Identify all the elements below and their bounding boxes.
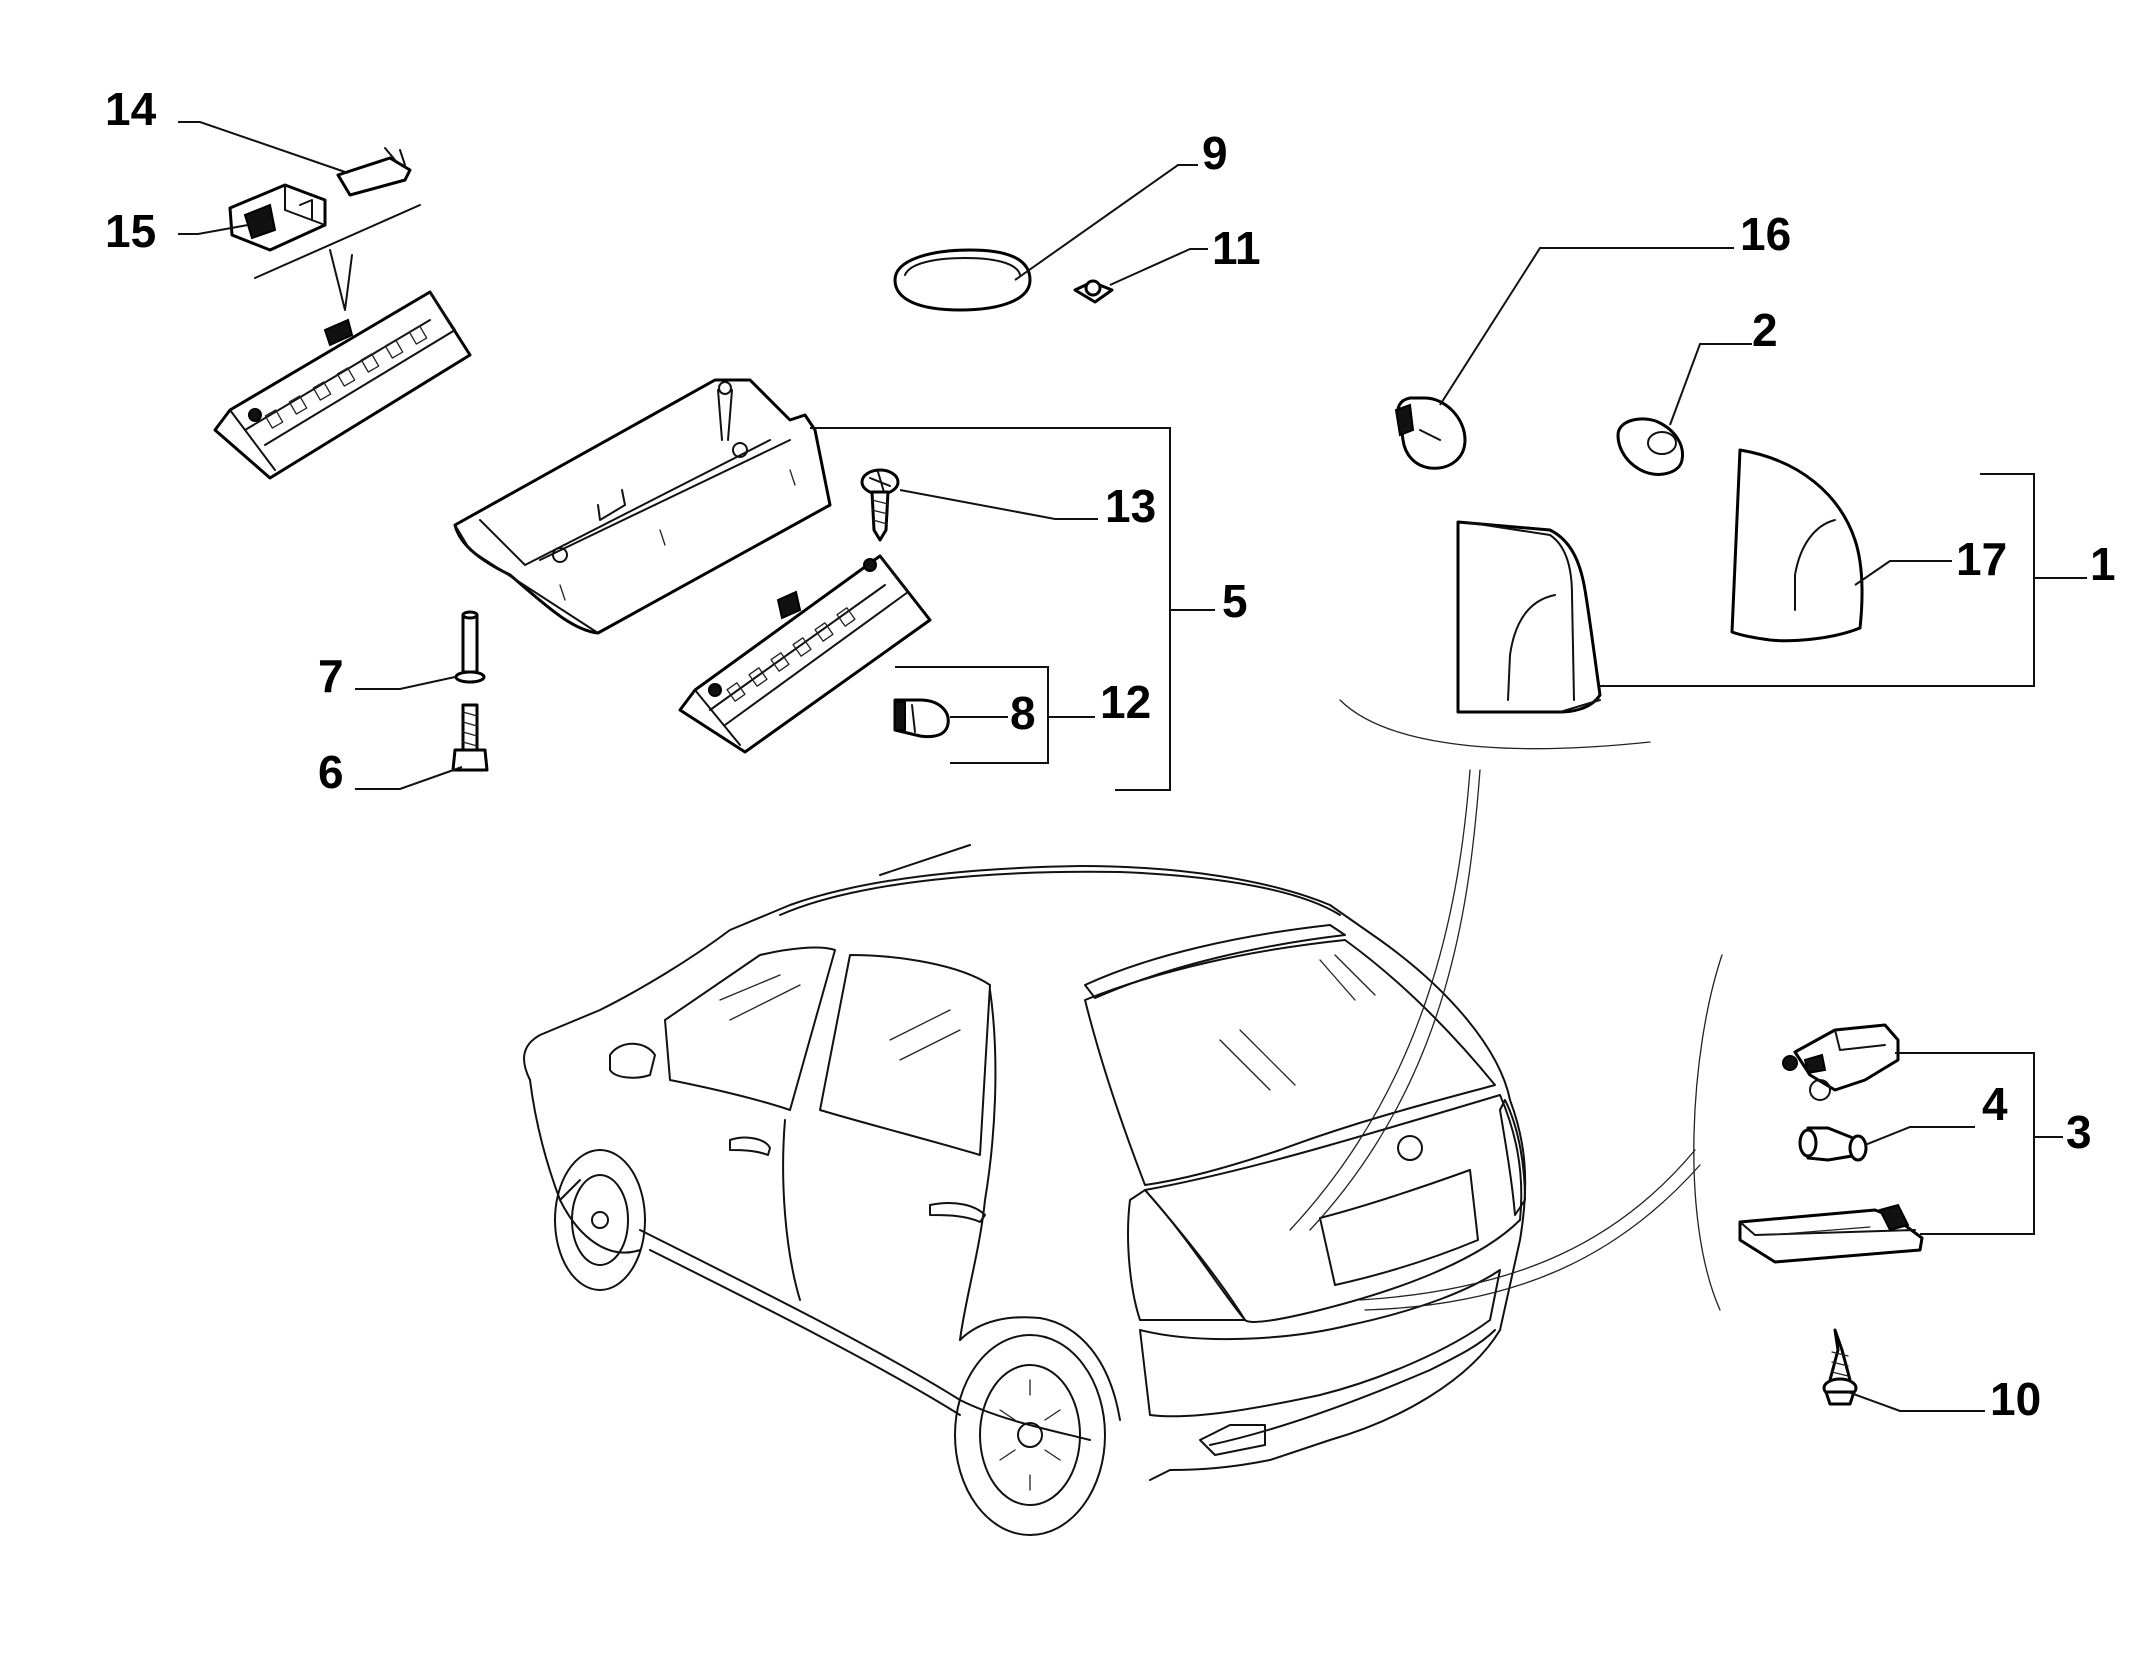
leader-4 — [1864, 1126, 1975, 1146]
connector-part-15 — [228, 183, 327, 252]
callout-bracket-arc — [1339, 699, 1651, 750]
car-illustration — [523, 844, 1527, 1536]
callout-2: 2 — [1752, 304, 1778, 356]
callout-15: 15 — [105, 205, 156, 257]
bulb-part-16 — [1394, 396, 1467, 470]
curve-taillight-to-car — [1289, 769, 1471, 1231]
leader-6 — [355, 766, 463, 790]
terminal-part-14 — [336, 147, 412, 197]
bracket-line — [329, 249, 353, 311]
callout-16: 16 — [1740, 208, 1791, 260]
callout-8: 8 — [1010, 687, 1036, 739]
leader-9 — [1014, 164, 1198, 281]
callout-5: 5 — [1222, 575, 1248, 627]
curve-plate-to-car — [1359, 1149, 1696, 1301]
leader-14 — [178, 121, 349, 174]
leader-17 — [1854, 560, 1952, 586]
bracket-line — [254, 204, 421, 279]
bracket-5 — [810, 427, 1215, 791]
callout-3: 3 — [2066, 1106, 2092, 1158]
callout-13: 13 — [1105, 480, 1156, 532]
socket-part-2 — [1616, 417, 1685, 476]
curve-plate-to-car — [1364, 1164, 1701, 1311]
leader-10 — [1847, 1391, 1985, 1412]
callout-6: 6 — [318, 746, 344, 798]
plate-lamp-part-3 — [1782, 1023, 1900, 1101]
callout-12: 12 — [1100, 676, 1151, 728]
callout-1: 1 — [2090, 538, 2116, 590]
callout-10: 10 — [1990, 1373, 2041, 1425]
callout-9: 9 — [1202, 127, 1228, 179]
callout-14: 14 — [105, 83, 157, 135]
leader-13 — [899, 489, 1098, 520]
curve-taillight-to-car — [1309, 769, 1481, 1231]
clip-part-11 — [1073, 279, 1114, 304]
plate-lens — [1738, 1203, 1924, 1264]
callout-4: 4 — [1982, 1078, 2008, 1130]
leader-7 — [355, 676, 456, 690]
screw-part-10 — [1822, 1328, 1858, 1406]
bolt-part-6 — [451, 703, 489, 772]
pin-part-7 — [454, 610, 486, 684]
screw-part-13 — [860, 468, 900, 542]
leader-15 — [178, 224, 249, 235]
grommet-part-9 — [893, 248, 1032, 312]
callout-bracket-arc — [1693, 954, 1723, 1311]
brake-light-led-strip — [213, 290, 472, 480]
lens-part-17 — [1730, 448, 1864, 643]
leader-2 — [1669, 343, 1752, 426]
festoon-bulb-part-4 — [1798, 1126, 1868, 1162]
bracket-1 — [1600, 473, 2087, 687]
callout-17: 17 — [1956, 533, 2007, 585]
leader-16 — [1439, 247, 1734, 406]
bulb-part-8 — [893, 698, 950, 739]
taillight-assembly-part-1 — [1456, 520, 1602, 714]
housing-part-5 — [453, 378, 832, 635]
callout-7: 7 — [318, 650, 344, 702]
led-strip-part-12 — [678, 554, 932, 754]
bracket-12 — [895, 666, 1095, 764]
callout-11: 11 — [1212, 222, 1261, 274]
bracket-3 — [1895, 1052, 2063, 1235]
leader-11 — [1109, 248, 1208, 286]
